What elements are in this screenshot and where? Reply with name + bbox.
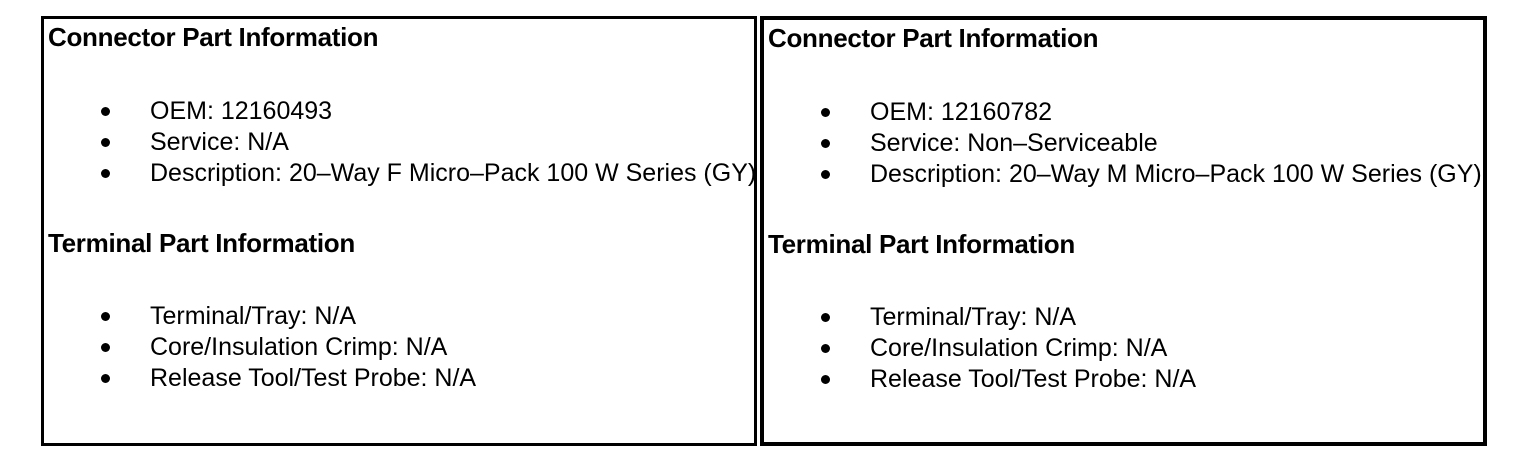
bullet-icon — [101, 343, 110, 352]
list-item-text: Service: Non–Serviceable — [870, 129, 1158, 157]
list-item-text: Release Tool/Test Probe: N/A — [150, 364, 477, 392]
list-item-text: Terminal/Tray: N/A — [870, 303, 1077, 331]
connector-panel-right: Connector Part Information OEM: 12160782… — [760, 16, 1487, 446]
list-item: OEM: 12160493 — [44, 96, 754, 127]
list-item: Terminal/Tray: N/A — [44, 301, 754, 332]
list-item: Description: 20–Way M Micro–Pack 100 W S… — [764, 159, 1483, 190]
connector-part-info-heading: Connector Part Information — [768, 23, 1099, 53]
list-item-text: Release Tool/Test Probe: N/A — [870, 365, 1197, 393]
connector-panel-left: Connector Part Information OEM: 12160493… — [41, 16, 757, 446]
list-item: Terminal/Tray: N/A — [764, 302, 1483, 333]
bullet-icon — [101, 138, 110, 147]
bullet-icon — [821, 375, 830, 384]
bullet-icon — [101, 169, 110, 178]
connector-part-info-heading: Connector Part Information — [48, 22, 379, 52]
list-item: OEM: 12160782 — [764, 97, 1483, 128]
bullet-icon — [101, 312, 110, 321]
terminal-part-list: Terminal/Tray: N/A Core/Insulation Crimp… — [764, 302, 1483, 395]
list-item-text: Description: 20–Way M Micro–Pack 100 W S… — [870, 160, 1482, 188]
list-item-text: OEM: 12160493 — [150, 97, 333, 125]
list-item-text: Service: N/A — [150, 128, 289, 156]
list-item: Release Tool/Test Probe: N/A — [764, 364, 1483, 395]
list-item: Service: Non–Serviceable — [764, 128, 1483, 159]
list-item: Service: N/A — [44, 127, 754, 158]
bullet-icon — [821, 313, 830, 322]
list-item-text: Description: 20–Way F Micro–Pack 100 W S… — [150, 159, 757, 187]
list-item: Core/Insulation Crimp: N/A — [44, 332, 754, 363]
list-item: Release Tool/Test Probe: N/A — [44, 363, 754, 394]
list-item-text: Terminal/Tray: N/A — [150, 302, 357, 330]
list-item-text: OEM: 12160782 — [870, 98, 1053, 126]
bullet-icon — [821, 139, 830, 148]
connector-part-list: OEM: 12160782 Service: Non–Serviceable D… — [764, 97, 1483, 190]
list-item: Description: 20–Way F Micro–Pack 100 W S… — [44, 158, 754, 189]
list-item: Core/Insulation Crimp: N/A — [764, 333, 1483, 364]
list-item-text: Core/Insulation Crimp: N/A — [870, 334, 1168, 362]
bullet-icon — [821, 344, 830, 353]
terminal-part-info-heading: Terminal Part Information — [48, 228, 355, 258]
terminal-part-info-heading: Terminal Part Information — [768, 229, 1075, 259]
bullet-icon — [101, 374, 110, 383]
bullet-icon — [101, 107, 110, 116]
connector-part-list: OEM: 12160493 Service: N/A Description: … — [44, 96, 754, 189]
bullet-icon — [821, 108, 830, 117]
bullet-icon — [821, 170, 830, 179]
terminal-part-list: Terminal/Tray: N/A Core/Insulation Crimp… — [44, 301, 754, 394]
list-item-text: Core/Insulation Crimp: N/A — [150, 333, 448, 361]
